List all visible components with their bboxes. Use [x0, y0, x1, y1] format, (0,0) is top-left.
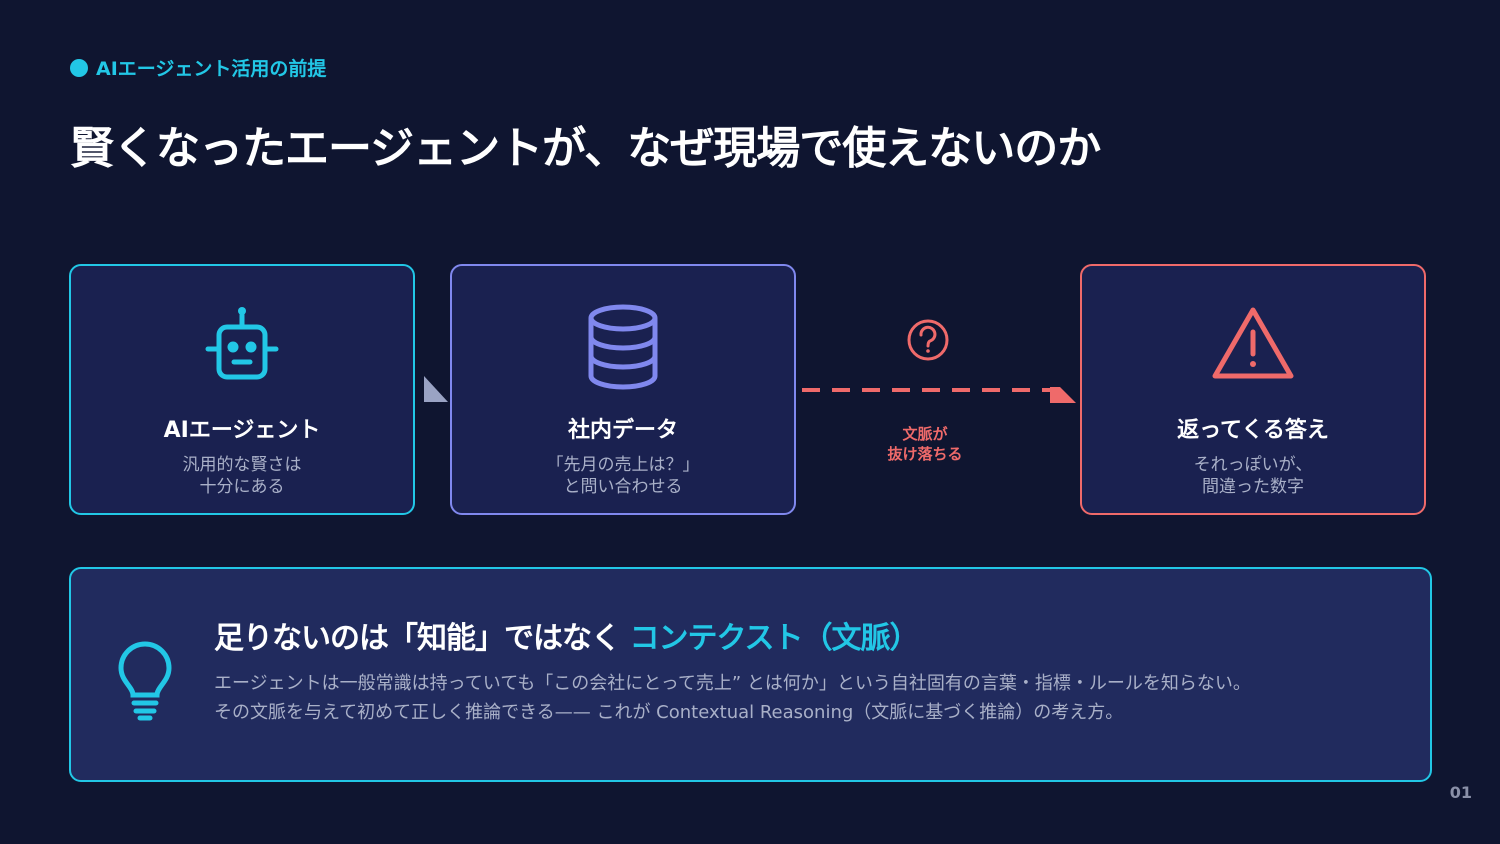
page-title: 賢くなったエージェントが、なぜ現場で使えないのか: [70, 123, 1101, 174]
card-title: 社内データ: [567, 418, 678, 443]
desc-line: と問い合わせる: [563, 477, 683, 497]
desc-line: それっぽいが、: [1193, 455, 1313, 475]
database-icon: [587, 304, 659, 394]
insight-body: エージェントは一般常識は持っていても「この会社にとって売上” とは何か」という自…: [214, 669, 1251, 727]
section-kicker: AIエージェント活用の前提: [70, 54, 326, 81]
lightbulb-icon: [115, 641, 175, 725]
connector-label-line: 文脈が: [902, 425, 948, 443]
desc-line: 間違った数字: [1202, 477, 1304, 497]
arrow-right-icon: [424, 376, 450, 408]
dashed-connector: [802, 377, 1078, 411]
question-icon: [906, 318, 950, 366]
desc-line: 十分にある: [199, 477, 285, 497]
insight-body-line: その文脈を与えて初めて正しく推論できる—— これが Contextual Rea…: [214, 702, 1124, 723]
card-description: 「先月の売上は？」 と問い合わせる: [452, 454, 794, 498]
robot-icon: [202, 304, 282, 388]
kicker-label: AIエージェント活用の前提: [96, 58, 327, 80]
arrow-head-icon: [1050, 377, 1076, 403]
card-title: AIエージェント: [163, 418, 321, 443]
insight-body-line: エージェントは一般常識は持っていても「この会社にとって売上” とは何か」という自…: [214, 673, 1251, 694]
warning-icon: [1210, 304, 1296, 386]
page-number: 01: [1449, 783, 1472, 802]
kicker-dot-icon: [70, 58, 88, 77]
card-answer: 返ってくる答え それっぽいが、 間違った数字: [1080, 264, 1426, 515]
card-title: 返ってくる答え: [1177, 418, 1329, 443]
insight-headline-accent: コンテクスト（文脈）: [629, 621, 919, 656]
desc-line: 「先月の売上は？」: [546, 455, 700, 475]
card-description: それっぽいが、 間違った数字: [1082, 454, 1424, 498]
insight-panel: 足りないのは「知能」ではなく コンテクスト（文脈） エージェントは一般常識は持っ…: [69, 567, 1432, 782]
desc-line: 汎用的な賢さは: [182, 455, 302, 475]
card-description: 汎用的な賢さは 十分にある: [71, 454, 413, 498]
card-internal-data: 社内データ 「先月の売上は？」 と問い合わせる: [450, 264, 796, 515]
insight-headline-text: 足りないのは「知能」ではなく: [214, 621, 621, 656]
connector-label-line: 抜け落ちる: [887, 445, 963, 463]
insight-headline: 足りないのは「知能」ではなく コンテクスト（文脈）: [214, 613, 920, 657]
connector-label: 文脈が 抜け落ちる: [860, 424, 990, 464]
card-ai-agent: AIエージェント 汎用的な賢さは 十分にある: [69, 264, 415, 515]
